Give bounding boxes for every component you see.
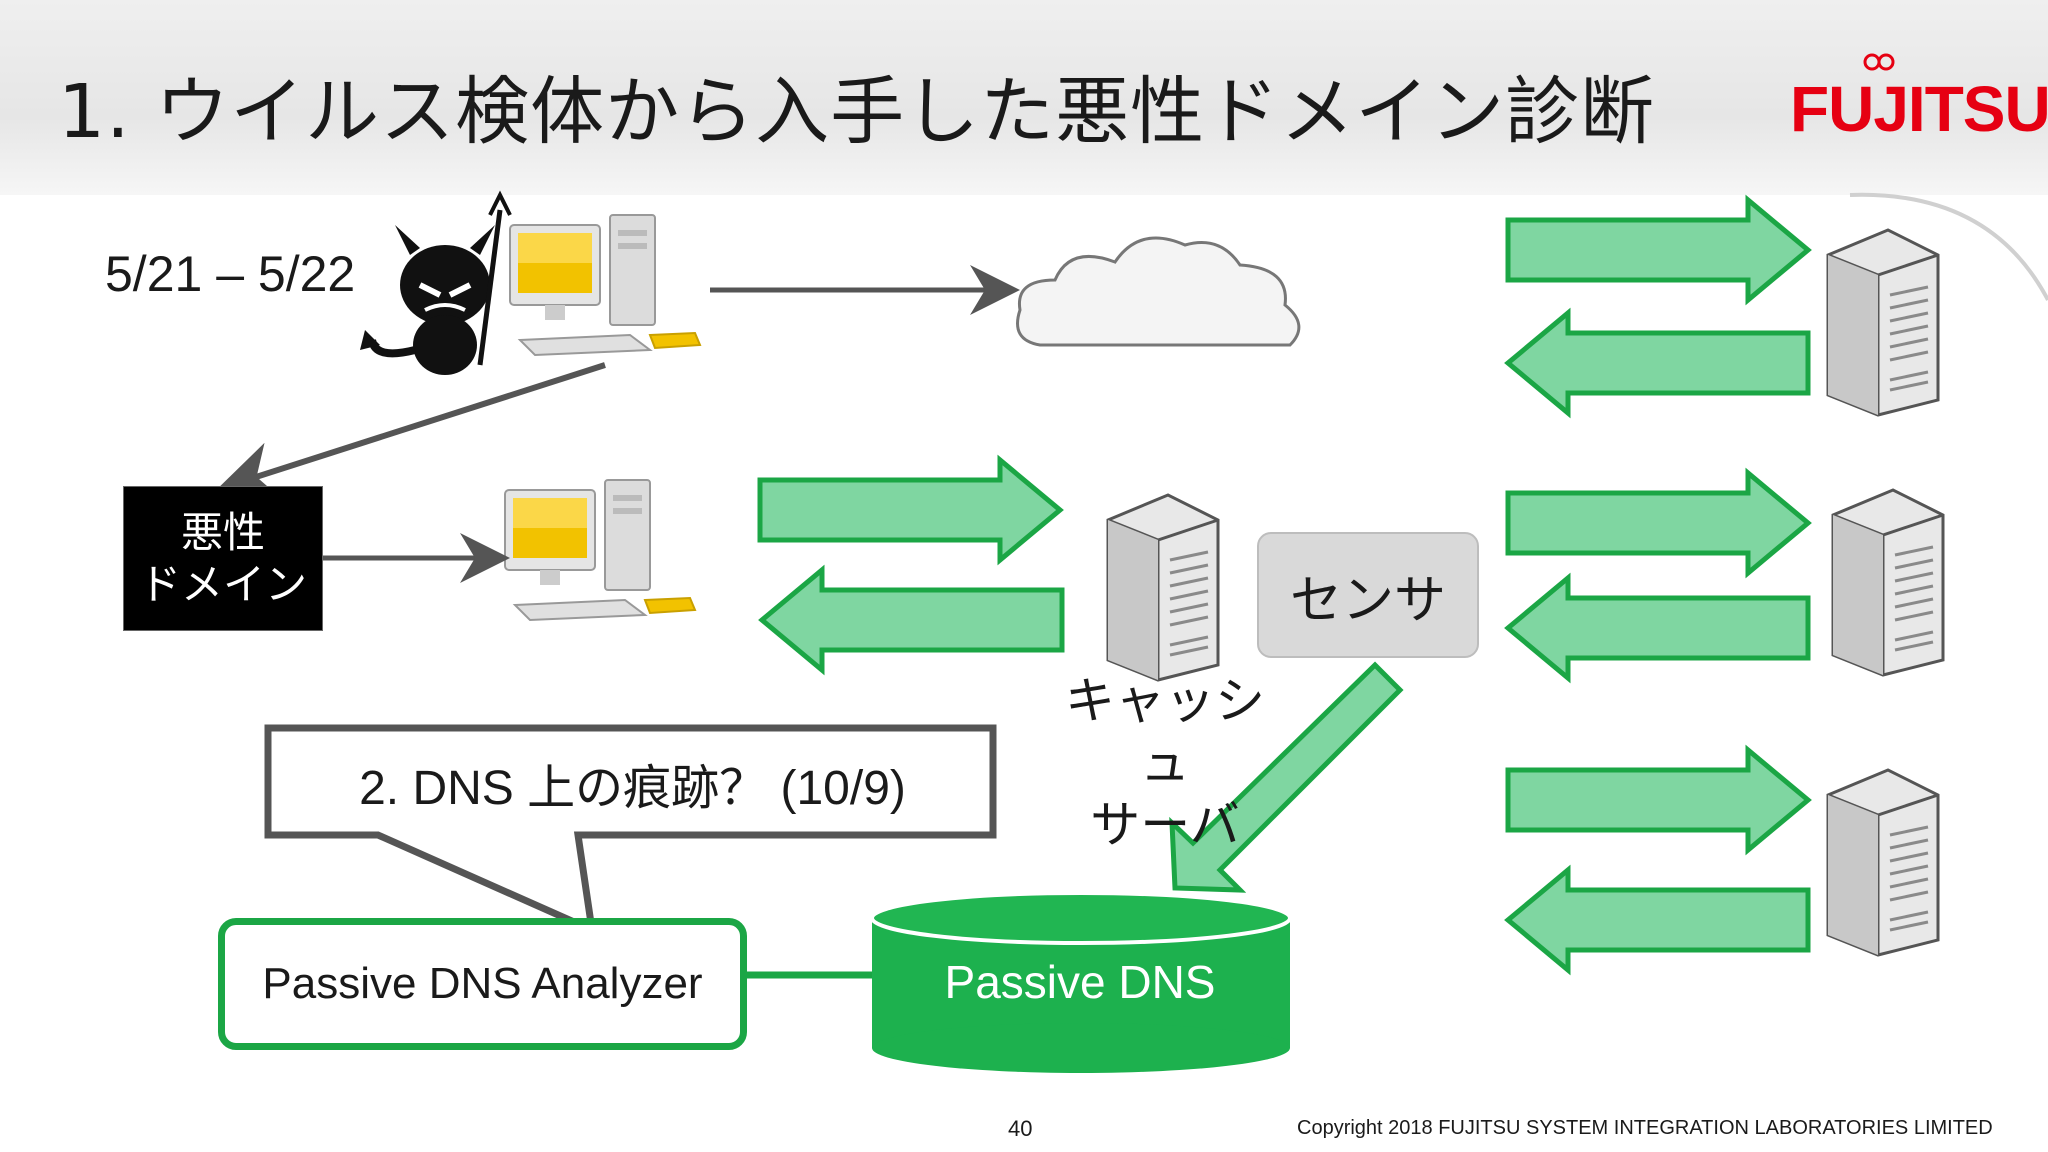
server-icon: [1106, 493, 1220, 682]
fujitsu-logo: FUJITSU: [1790, 73, 2048, 145]
cache-server-line2: サーバ: [1090, 796, 1240, 854]
callout-text: 2. DNS 上の痕跡？ (10/9): [359, 762, 906, 815]
callout-bubble: [264, 724, 997, 936]
flow-arrow-left: [1508, 313, 1808, 413]
flow-arrow-right: [1508, 473, 1808, 573]
server-icon: [1831, 488, 1945, 677]
server-icon: [1826, 768, 1940, 957]
infinity-logo-icon: [1863, 53, 1895, 71]
cache-server-line1: キャッシュ: [1065, 672, 1265, 792]
slide-title: 1. ウイルス検体から入手した悪性ドメイン診断: [58, 69, 1656, 155]
slide-header: [0, 0, 2048, 195]
server-icon: [1826, 228, 1940, 417]
copyright-text: Copyright 2018 FUJITSU SYSTEM INTEGRATIO…: [1297, 1117, 1993, 1139]
flow-arrow-right: [760, 460, 1060, 560]
cache-server-label: キャッシュ サーバ: [1050, 670, 1280, 856]
malicious-domain-box: 悪性 ドメイン: [123, 486, 323, 631]
devil-icon: [360, 190, 512, 375]
flow-arrow-left: [1508, 578, 1808, 678]
flow-arrow-left: [762, 570, 1062, 670]
computer-icon: [509, 214, 701, 356]
date-range: 5/21 – 5/22: [105, 246, 356, 302]
flow-arrow-left: [1508, 870, 1808, 970]
computer-icon: [504, 479, 696, 621]
malicious-domain-line2: ドメイン: [138, 559, 307, 609]
cloud-icon: [1016, 236, 1301, 347]
sensor-box: センサ: [1257, 532, 1479, 658]
database-icon: [870, 891, 1292, 1073]
flow-arrow-right: [1508, 200, 1808, 300]
flow-arrow-right: [1508, 750, 1808, 850]
passive-dns-analyzer-box: Passive DNS Analyzer: [218, 918, 747, 1050]
malicious-domain-line1: 悪性: [180, 507, 265, 557]
page-number: 40: [1008, 1116, 1033, 1141]
passive-dns-label: Passive DNS: [944, 956, 1216, 1008]
arrow-to-domain: [216, 362, 606, 500]
flow-arrow-diagonal: [1169, 661, 1404, 893]
